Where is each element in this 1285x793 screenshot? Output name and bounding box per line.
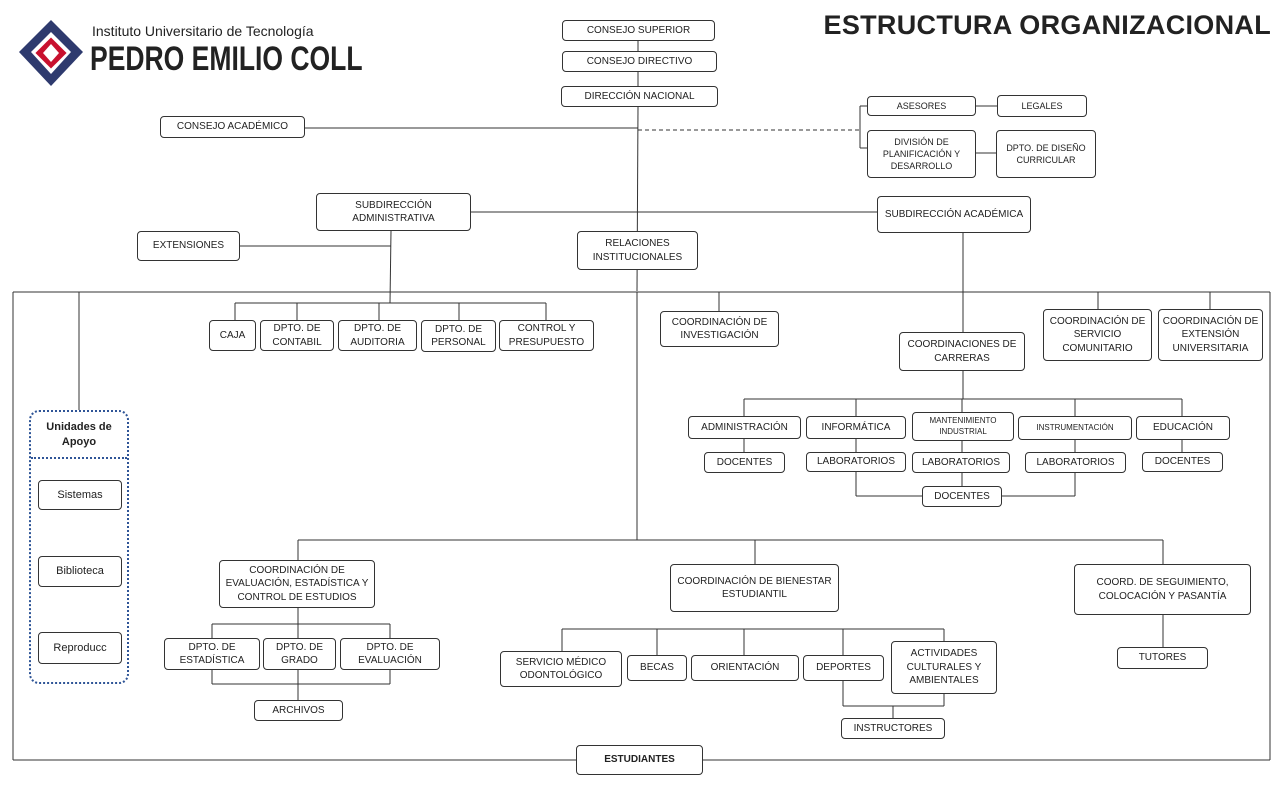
node-asesores: ASESORES — [867, 96, 976, 116]
institute-logo-icon — [19, 20, 83, 86]
node-dpto-grado: DPTO. DE GRADO — [263, 638, 336, 670]
node-lab-mant: LABORATORIOS — [912, 452, 1010, 473]
node-coord-carreras: COORDINACIONES DE CARRERAS — [899, 332, 1025, 371]
node-relaciones: RELACIONES INSTITUCIONALES — [577, 231, 698, 270]
node-docentes-adm: DOCENTES — [704, 452, 785, 473]
node-consejo-superior: CONSEJO SUPERIOR — [562, 20, 715, 41]
node-direccion-nacional: DIRECCIÓN NACIONAL — [561, 86, 718, 107]
unidades-apoyo-title: Unidades de Apoyo — [46, 421, 112, 449]
node-educacion: EDUCACIÓN — [1136, 416, 1230, 440]
node-personal: DPTO. DE PERSONAL — [421, 320, 496, 352]
node-becas: BECAS — [627, 655, 687, 681]
node-subdireccion-administrativa: SUBDIRECCIÓN ADMINISTRATIVA — [316, 193, 471, 231]
node-coord-seguimiento: COORD. DE SEGUIMIENTO, COLOCACIÓN Y PASA… — [1074, 564, 1251, 615]
node-actividades: ACTIVIDADES CULTURALES Y AMBIENTALES — [891, 641, 997, 694]
node-control: CONTROL Y PRESUPUESTO — [499, 320, 594, 351]
node-servicio-medico: SERVICIO MÉDICO ODONTOLÓGICO — [500, 651, 622, 687]
node-coord-extension: COORDINACIÓN DE EXTENSIÓN UNIVERSITARIA — [1158, 309, 1263, 361]
node-contabil: DPTO. DE CONTABIL — [260, 320, 334, 351]
logo-subtitle: Instituto Universitario de Tecnología — [92, 23, 314, 39]
node-administracion: ADMINISTRACIÓN — [688, 416, 801, 439]
node-consejo-academico: CONSEJO ACADÉMICO — [160, 116, 305, 138]
node-coord-investigacion: COORDINACIÓN DE INVESTIGACIÓN — [660, 311, 779, 347]
node-dpto-diseno: DPTO. DE DISEÑO CURRICULAR — [996, 130, 1096, 178]
node-coord-evaluacion: COORDINACIÓN DE EVALUACIÓN, ESTADÍSTICA … — [219, 560, 375, 608]
unidades-apoyo-divider — [31, 457, 127, 459]
node-estudiantes: ESTUDIANTES — [576, 745, 703, 775]
node-docentes-edu: DOCENTES — [1142, 452, 1223, 472]
node-consejo-directivo: CONSEJO DIRECTIVO — [562, 51, 717, 72]
node-tutores: TUTORES — [1117, 647, 1208, 669]
logo-name: PEDRO EMILIO COLL — [90, 40, 363, 78]
node-informatica: INFORMÁTICA — [806, 416, 906, 439]
node-docentes-comun: DOCENTES — [922, 486, 1002, 507]
node-lab-inf: LABORATORIOS — [806, 452, 906, 472]
node-instrumentacion: INSTRUMENTACIÓN — [1018, 416, 1132, 440]
node-lab-instr: LABORATORIOS — [1025, 452, 1126, 473]
node-coord-bienestar: COORDINACIÓN DE BIENESTAR ESTUDIANTIL — [670, 564, 839, 612]
node-extensiones: EXTENSIONES — [137, 231, 240, 261]
unidades-apoyo-panel: Unidades de Apoyo — [29, 410, 129, 684]
node-division-planificacion: DIVISIÓN DE PLANIFICACIÓN Y DESARROLLO — [867, 130, 976, 178]
node-subdireccion-academica: SUBDIRECCIÓN ACADÉMICA — [877, 196, 1031, 233]
node-caja: CAJA — [209, 320, 256, 351]
node-coord-servicio: COORDINACIÓN DE SERVICIO COMUNITARIO — [1043, 309, 1152, 361]
node-mantenimiento: MANTENIMIENTO INDUSTRIAL — [912, 412, 1014, 441]
page-title: ESTRUCTURA ORGANIZACIONAL — [823, 10, 1271, 40]
node-deportes: DEPORTES — [803, 655, 884, 681]
node-dpto-estadistica: DPTO. DE ESTADÍSTICA — [164, 638, 260, 670]
node-auditoria: DPTO. DE AUDITORIA — [338, 320, 417, 351]
node-dpto-evaluacion: DPTO. DE EVALUACIÓN — [340, 638, 440, 670]
apoyo-item-biblioteca: Biblioteca — [38, 556, 122, 587]
apoyo-item-reproducc: Reproducc — [38, 632, 122, 664]
apoyo-item-sistemas: Sistemas — [38, 480, 122, 510]
node-instructores: INSTRUCTORES — [841, 718, 945, 739]
node-orientacion: ORIENTACIÓN — [691, 655, 799, 681]
node-archivos: ARCHIVOS — [254, 700, 343, 721]
node-legales: LEGALES — [997, 95, 1087, 117]
